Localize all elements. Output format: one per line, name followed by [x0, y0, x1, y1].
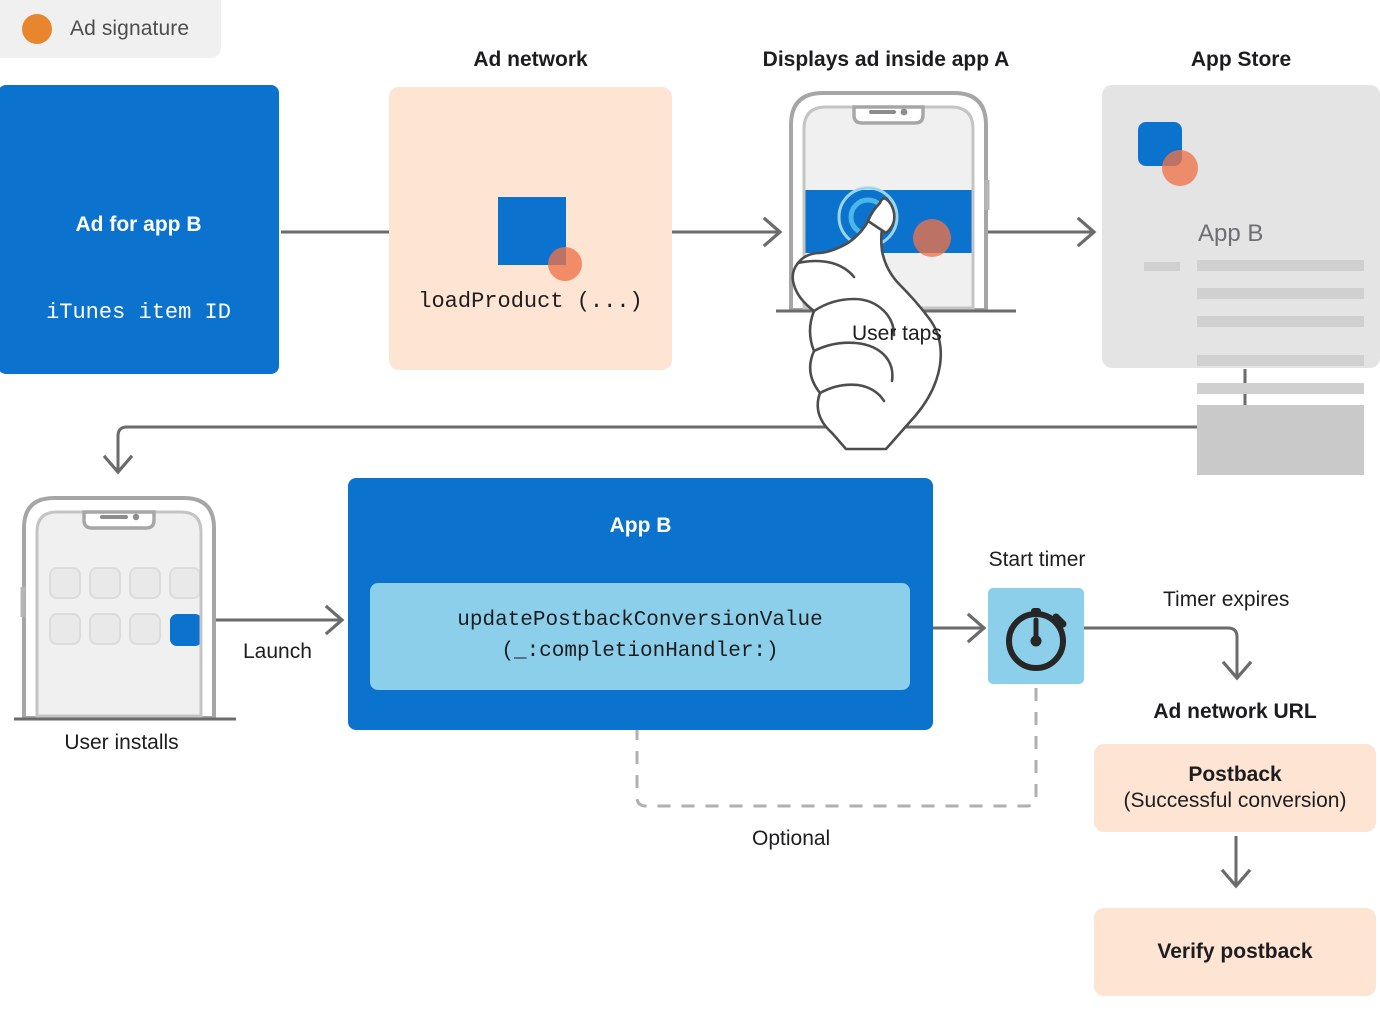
optional-label: Optional — [752, 827, 831, 850]
app-store-caption: App Store — [1190, 48, 1292, 71]
postback-subtitle: (Successful conversion) — [1123, 789, 1347, 812]
stopwatch-icon — [1006, 608, 1067, 671]
app-icon-placeholder — [129, 613, 161, 645]
api-call-box: updatePostbackConversionValue (_:complet… — [370, 583, 910, 690]
user-taps-label: User taps — [852, 322, 942, 345]
user-installs-label: User installs — [64, 731, 179, 754]
placeholder-bar — [1197, 260, 1364, 271]
postback-box: Postback (Successful conversion) — [1094, 744, 1376, 832]
api-line-2: (_:completionHandler:) — [501, 639, 779, 663]
app-b-icon — [170, 614, 201, 646]
placeholder-block — [1197, 405, 1364, 475]
arrow-postback-to-verify — [1220, 836, 1252, 889]
hand-illustration — [791, 197, 943, 451]
load-product-code: loadProduct (...) — [418, 289, 643, 314]
app-b-box: App B updatePostbackConversionValue (_:c… — [348, 478, 933, 730]
ad-signature-dot — [1162, 150, 1198, 186]
phone-showing-ad — [776, 85, 1016, 451]
placeholder-bar — [1197, 383, 1364, 394]
arrow-timer-expires — [1084, 626, 1253, 681]
ad-title: Ad for app B — [75, 213, 202, 236]
postback-title: Postback — [1188, 763, 1282, 786]
ad-signature-dot — [913, 219, 951, 257]
phone-notch — [852, 105, 925, 125]
app-store-card: App B — [1102, 85, 1380, 475]
ad-signature-icon — [22, 14, 52, 44]
legend-label: Ad signature — [70, 17, 190, 40]
ad-network-url-label: Ad network URL — [1153, 700, 1317, 723]
launch-label: Launch — [243, 640, 312, 663]
verify-postback-title: Verify postback — [1157, 940, 1313, 963]
app-b-name: App B — [1198, 220, 1264, 247]
placeholder-bar — [1197, 355, 1364, 366]
ad-signature-dot — [548, 247, 582, 281]
api-call-text: updatePostbackConversionValue (_:complet… — [457, 606, 822, 667]
timer-box — [988, 588, 1084, 684]
app-icon-placeholder — [89, 567, 121, 599]
displays-ad-caption: Displays ad inside app A — [762, 48, 1010, 71]
placeholder-bar — [1197, 316, 1364, 327]
placeholder-bar — [1144, 262, 1180, 271]
api-line-1: updatePostbackConversionValue — [457, 609, 823, 633]
app-icon-placeholder — [169, 567, 201, 599]
start-timer-caption: Start timer — [988, 548, 1086, 571]
app-icon-placeholder — [89, 613, 121, 645]
app-b-title: App B — [609, 514, 672, 537]
legend-ad-signature: Ad signature — [0, 0, 221, 58]
ad-network-box: loadProduct (...) — [389, 87, 672, 370]
verify-postback-box: Verify postback — [1094, 908, 1376, 996]
app-icon-placeholder — [129, 567, 161, 599]
ad-for-app-b-box: Ad for app B iTunes item ID — [0, 85, 279, 374]
placeholder-bar — [1197, 288, 1364, 299]
ad-network-caption: Ad network — [473, 48, 588, 71]
phone-home-screen — [14, 492, 236, 727]
app-icon-placeholder — [49, 613, 81, 645]
ad-itunes-item-id: iTunes item ID — [46, 300, 231, 325]
phone-notch — [82, 510, 156, 530]
app-icon-placeholder — [49, 567, 81, 599]
timer-expires-label: Timer expires — [1163, 588, 1290, 611]
